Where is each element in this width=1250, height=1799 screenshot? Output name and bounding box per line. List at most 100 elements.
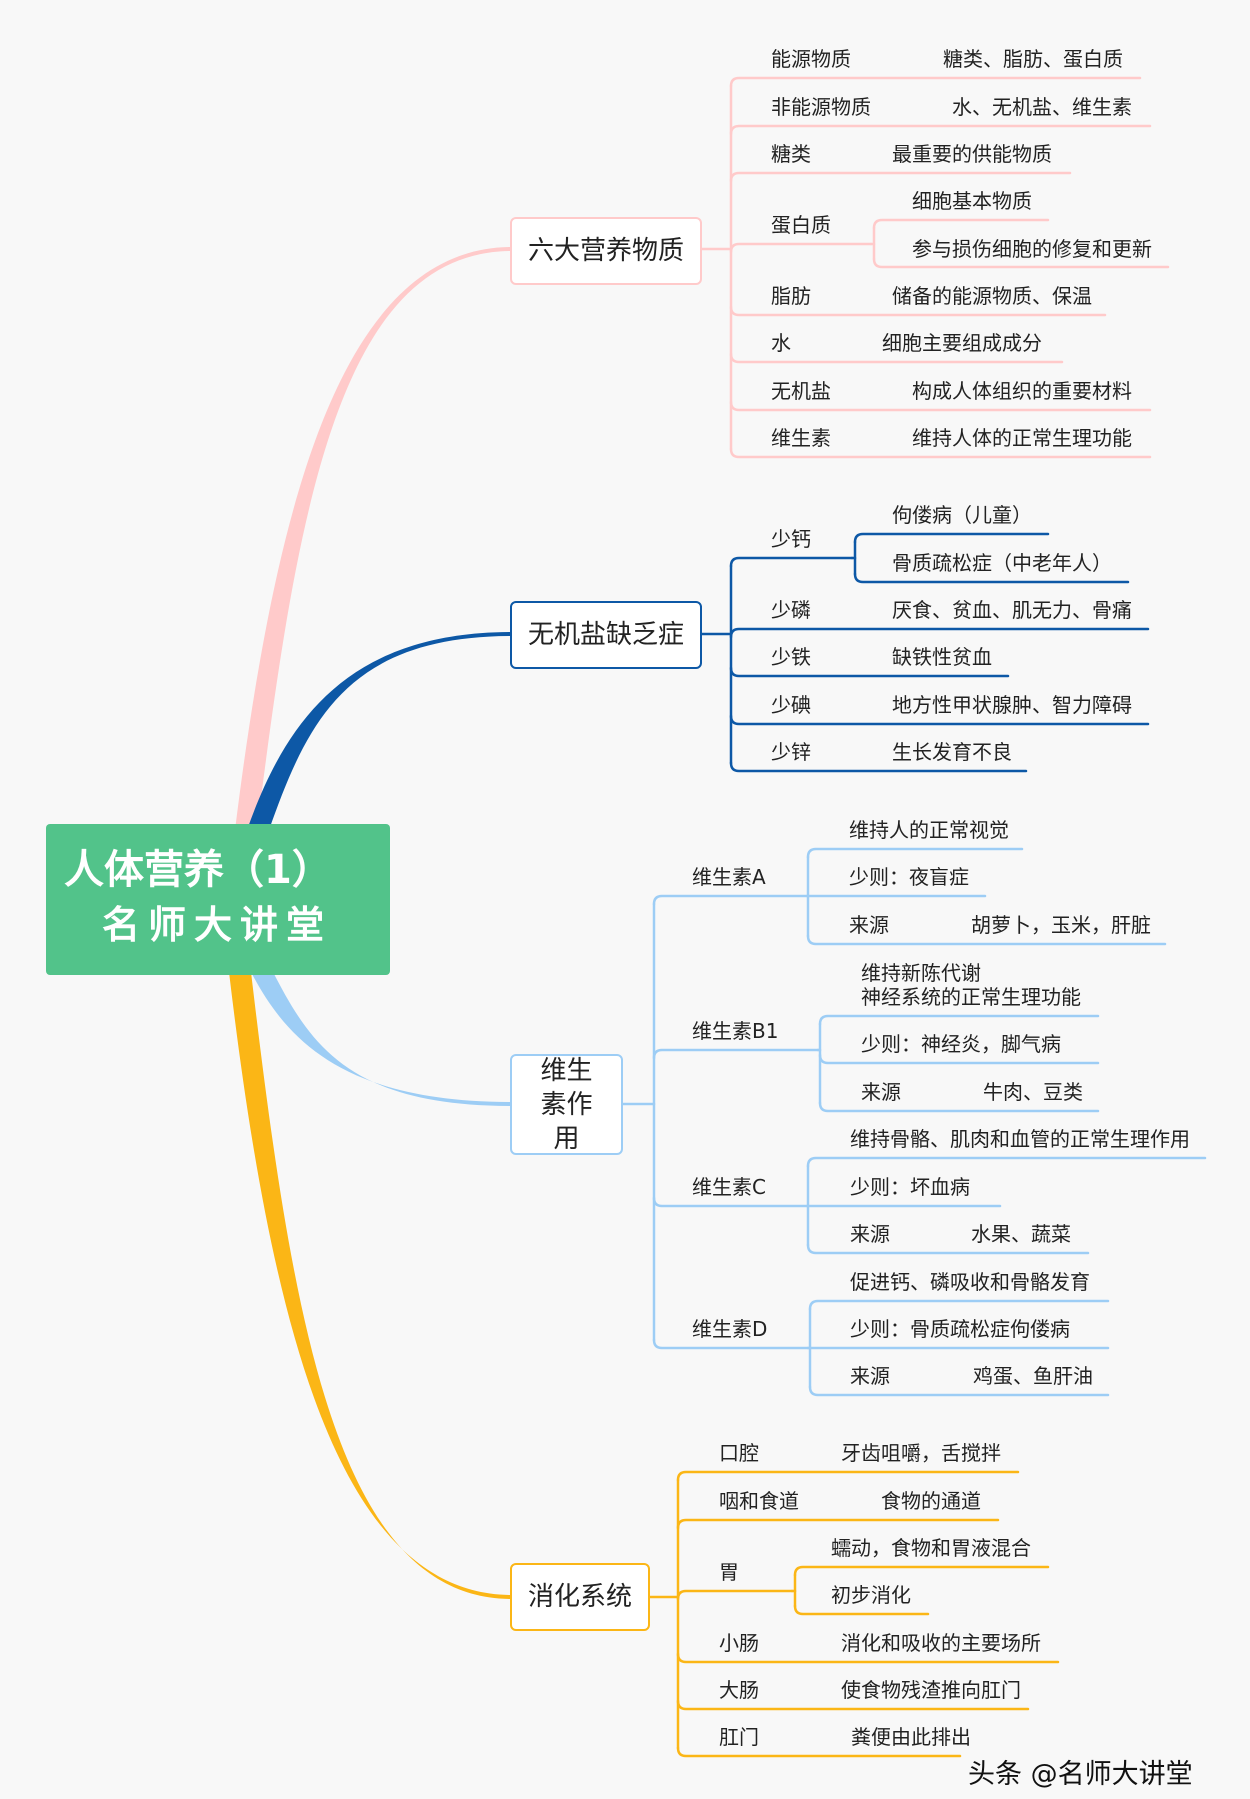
nutrient-label: 糖类: [771, 142, 811, 166]
branch-digestion-node[interactable]: 消化系统: [510, 1563, 650, 1631]
vitamin-source-label: 来源: [849, 913, 889, 937]
vitamin-line: 神经系统的正常生理功能: [861, 985, 1081, 1009]
vitamin-source-value: 鸡蛋、鱼肝油: [973, 1364, 1093, 1388]
branch-curve-nutrients: [235, 247, 512, 830]
digestion-tree-row-3: [676, 1652, 1060, 1664]
branch-curve-digestion: [229, 972, 512, 1599]
nutrient-label: 维生素: [771, 426, 831, 450]
branch-nutrients-node[interactable]: 六大营养物质: [510, 217, 702, 285]
vitamins-tree-row-2: [652, 1196, 810, 1208]
vitamin-source-value: 牛肉、豆类: [983, 1080, 1083, 1104]
nutrient-value: 储备的能源物质、保温: [892, 284, 1092, 308]
digestion-tree-row-0: [676, 1470, 1020, 1482]
vitamin-source-value: 胡萝卜，玉米，肝脏: [971, 913, 1151, 937]
nutrient-value: 水、无机盐、维生素: [952, 95, 1132, 119]
nutrient-label: 脂肪: [771, 284, 811, 308]
branch-digestion-title: 消化系统: [527, 1582, 632, 1612]
vitamin-d-sub-row-2: [808, 1385, 1110, 1397]
nutrients-tree-row-7: [729, 447, 1152, 459]
digestion-value: 牙齿咀嚼，舌搅拌: [841, 1441, 1001, 1465]
vitamin-line: 少则：坏血病: [850, 1175, 970, 1199]
nutrient-label: 水: [771, 331, 791, 355]
vitamin-line: 少则：骨质疏松症佝偻病: [850, 1317, 1070, 1341]
mineral-label: 少铁: [771, 645, 811, 669]
digestion-stomach-sub-row-1: [793, 1604, 930, 1616]
mineral-label: 少锌: [771, 740, 811, 764]
mineral-value: 厌食、贫血、肌无力、骨痛: [892, 598, 1132, 622]
minerals-tree-row-0: [729, 556, 854, 568]
branch-curve-vitamins: [251, 972, 512, 1106]
digestion-label: 肛门: [719, 1725, 759, 1749]
vitamins-tree-row-1: [652, 1048, 820, 1060]
branch-curve-minerals: [247, 632, 512, 830]
digestion-label: 大肠: [719, 1678, 759, 1702]
vitamin-source-label: 来源: [850, 1222, 890, 1246]
root-node[interactable]: 人体营养（1） 名师大讲堂: [46, 824, 390, 975]
vitamin-c-sub-row-0: [806, 1156, 1207, 1168]
minerals-tree-row-4: [729, 761, 1028, 773]
minerals-calcium-sub-row-0: [853, 532, 1050, 544]
digestion-value: 粪便由此排出: [851, 1725, 971, 1749]
digestion-label: 小肠: [719, 1631, 759, 1655]
nutrients-tree-row-0: [729, 76, 1142, 88]
vitamin-line: 促进钙、磷吸收和骨骼发育: [850, 1270, 1090, 1294]
nutrient-value: 细胞主要组成成分: [882, 331, 1042, 355]
root-subtitle: 名师大讲堂: [102, 903, 333, 947]
branch-minerals-title: 无机盐缺乏症: [527, 620, 684, 650]
mineral-value: 生长发育不良: [892, 740, 1012, 764]
vitamin-line: 维持人的正常视觉: [849, 818, 1009, 842]
digestion-label: 胃: [719, 1560, 739, 1584]
vitamin-line: 维持骨骼、肌肉和血管的正常生理作用: [850, 1127, 1190, 1151]
nutrient-sub: 细胞基本物质: [912, 189, 1032, 213]
vitamins-tree-row-0: [652, 894, 810, 906]
vitamin-source-value: 水果、蔬菜: [971, 1222, 1071, 1246]
nutrients-tree-row-6: [729, 400, 1152, 412]
root-title: 人体营养（1）: [64, 847, 332, 893]
mineral-label: 少钙: [771, 527, 811, 551]
digestion-tree-row-5: [676, 1746, 962, 1758]
vitamin-b1-sub-row-2: [818, 1101, 1100, 1113]
vitamin-source-label: 来源: [861, 1080, 901, 1104]
branch-vitamins-node[interactable]: 维生素作用: [510, 1054, 623, 1155]
nutrient-value: 构成人体组织的重要材料: [912, 379, 1132, 403]
nutrient-value: 糖类、脂肪、蛋白质: [943, 47, 1123, 71]
mineral-sub: 骨质疏松症（中老年人）: [892, 551, 1112, 575]
vitamin-line: 少则：夜盲症: [849, 865, 969, 889]
vitamin-d-sub-row-0: [808, 1299, 1110, 1311]
digestion-sub: 蠕动，食物和胃液混合: [831, 1536, 1031, 1560]
digestion-tree-row-1: [676, 1518, 1000, 1530]
digestion-tree-row-4: [676, 1699, 1030, 1711]
nutrients-tree-row-5: [729, 352, 1064, 364]
nutrient-sub: 参与损伤细胞的修复和更新: [912, 237, 1152, 261]
branch-minerals-node[interactable]: 无机盐缺乏症: [510, 601, 702, 669]
vitamin-b1-sub-row-1: [818, 1053, 1100, 1065]
vitamin-label: 维生素D: [692, 1317, 768, 1341]
digestion-value: 食物的通道: [881, 1489, 981, 1513]
nutrients-tree-row-2: [729, 171, 1072, 183]
digestion-label: 口腔: [719, 1441, 759, 1465]
nutrient-label: 非能源物质: [771, 95, 871, 119]
vitamin-b1-sub-row-0: [818, 1014, 1100, 1026]
nutrient-label: 能源物质: [771, 47, 851, 71]
mineral-sub: 佝偻病（儿童）: [892, 503, 1032, 527]
digestion-label: 咽和食道: [719, 1489, 799, 1513]
nutrients-protein-sub-row-0: [872, 218, 1050, 230]
branch-vitamins-title: 维生素作用: [540, 1055, 593, 1154]
mineral-label: 少碘: [771, 693, 811, 717]
vitamin-a-sub-row-0: [806, 847, 1024, 859]
nutrient-label: 蛋白质: [771, 213, 831, 237]
nutrient-value: 维持人体的正常生理功能: [912, 426, 1132, 450]
nutrient-label: 无机盐: [771, 379, 831, 403]
vitamin-label: 维生素A: [692, 865, 766, 889]
vitamin-label: 维生素B1: [692, 1019, 779, 1043]
vitamin-c-sub-row-2: [806, 1243, 1090, 1255]
nutrients-tree-row-3: [729, 242, 873, 254]
digestion-value: 使食物残渣推向肛门: [841, 1678, 1021, 1702]
vitamin-label: 维生素C: [692, 1175, 766, 1199]
nutrients-tree-row-4: [729, 305, 1107, 317]
nutrients-protein-sub-row-1: [872, 257, 1170, 269]
nutrients-tree-row-1: [729, 124, 1152, 136]
branch-nutrients-title: 六大营养物质: [527, 236, 684, 266]
